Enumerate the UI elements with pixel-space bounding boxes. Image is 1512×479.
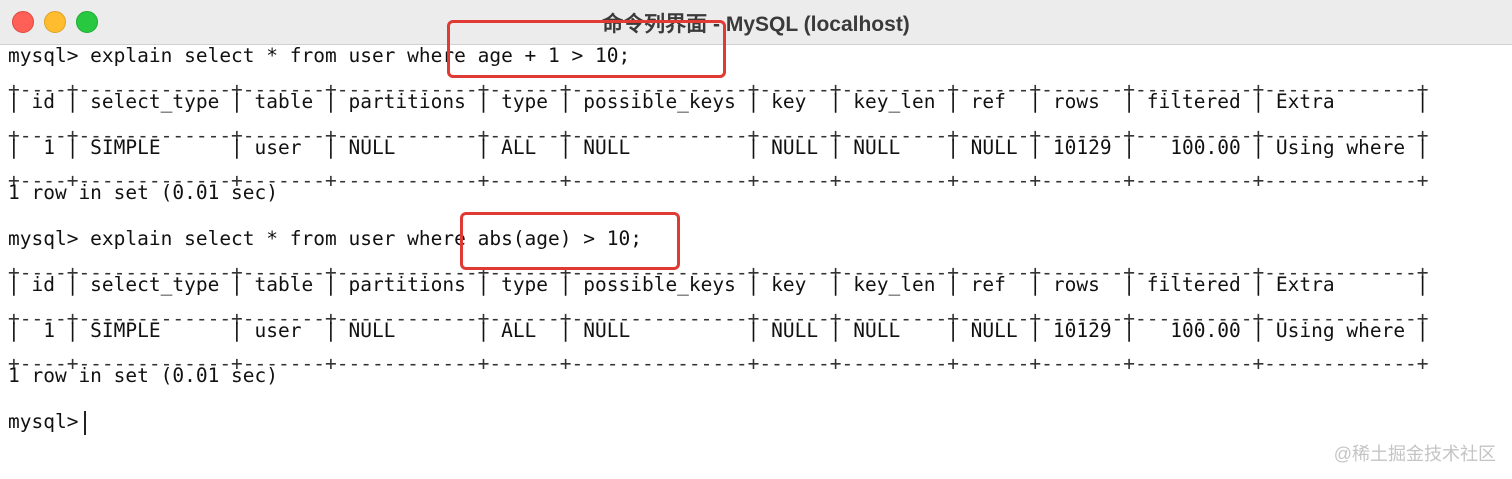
highlight-box-age-plus-one: [447, 20, 726, 78]
table-separator-text: +----+-------------+-------+------------…: [8, 260, 1429, 284]
close-window-button[interactable]: [12, 11, 34, 33]
command-line: mysql> explain select * from user where …: [8, 227, 642, 250]
window-titlebar: 命令列界面 - MySQL (localhost): [0, 0, 1512, 45]
terminal-output[interactable]: mysql> explain select * from user where …: [8, 44, 1429, 456]
table-separator-text: +----+-------------+-------+------------…: [8, 352, 1429, 376]
window-title: 命令列界面 - MySQL (localhost): [602, 13, 910, 36]
table-separator-text: +----+-------------+-------+------------…: [8, 306, 1429, 330]
result-summary: 1 row in set (0.01 sec): [8, 364, 279, 388]
table-row: | 1 | SIMPLE | user | NULL | ALL | NULL …: [8, 318, 1429, 342]
table-row: | 1 | SIMPLE | user | NULL | ALL | NULL …: [8, 135, 1429, 159]
table-header-row: | id | select_type | table | partitions …: [8, 89, 1429, 113]
table-separator-text: +----+-------------+-------+------------…: [8, 77, 1429, 101]
table-header-row: | id | select_type | table | partitions …: [8, 272, 1429, 296]
maximize-window-button[interactable]: [76, 11, 98, 33]
table-separator-text: +----+-------------+-------+------------…: [8, 123, 1429, 147]
table-separator-text: +----+-------------+-------+------------…: [8, 169, 1429, 193]
result-summary: 1 row in set (0.01 sec): [8, 181, 279, 205]
watermark: @稀土掘金技术社区: [1333, 444, 1496, 464]
final-prompt: mysql>: [8, 410, 1429, 456]
minimize-window-button[interactable]: [44, 11, 66, 33]
text-cursor: [84, 410, 87, 435]
highlight-box-abs-age: [460, 212, 680, 270]
command-line: mysql> explain select * from user where …: [8, 44, 631, 67]
